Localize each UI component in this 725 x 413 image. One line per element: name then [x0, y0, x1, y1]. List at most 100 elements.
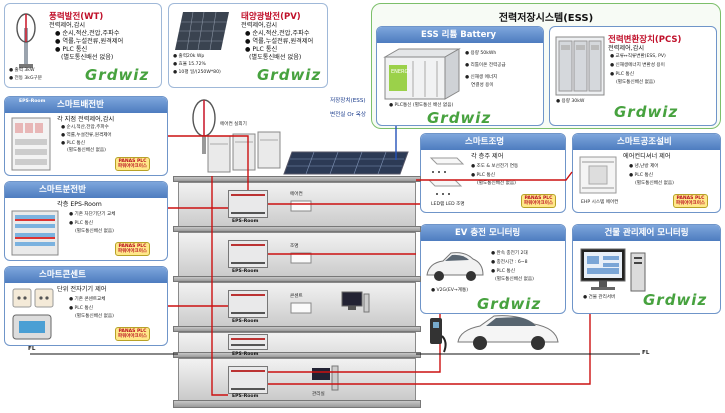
bms-card: 건물 관리제어 모니터링 ● 건물 관리서버 Grdwiz	[572, 224, 721, 314]
eps-label-2: EPS-Room	[232, 352, 259, 357]
storage-label-1: 저장장치(ESS)	[330, 98, 366, 104]
lighting-item-0: ● 조도 & 보선전기 연동	[471, 164, 519, 169]
branch-item-2: (별도통신배선 없음)	[75, 229, 114, 234]
bms-wire	[268, 314, 591, 385]
bms-brand-logo: Grdwiz	[643, 291, 708, 309]
panel-item-3-text: PLC 통신	[66, 141, 85, 146]
solar-card: 태양광발전(PV) 전력제어,감시 ● 순시,적산,전압,주파수 ● 역률,누설…	[168, 3, 328, 88]
solar-item-3-text: PLC 통신	[252, 46, 278, 53]
ev-caption: ● V2G(EV→계통)	[431, 288, 469, 293]
panel-wire	[168, 135, 249, 190]
ev-item-3: (별도통신배선 없음)	[495, 277, 534, 282]
outlet-sub: 단위 전자기기 제어	[57, 286, 107, 293]
roof-slab	[173, 176, 421, 182]
led-light-icon	[427, 157, 465, 195]
branch-item-1: ● PLC 통신	[69, 221, 93, 226]
slab-4	[173, 226, 421, 232]
ev-car-icon	[426, 252, 484, 281]
smart-branch-card: 스마트분전반 각층 EPS-Room ● 기존 차단기단기 교체 ● PLC 통…	[4, 181, 168, 261]
fl-label-left: FL	[28, 346, 36, 352]
ev-title: EV 충전 모니터링	[421, 225, 565, 241]
solar-item-4: (별도통신배선 없음)	[249, 54, 302, 61]
solar-item-2-text: 역률,누설전류,원격제어	[252, 38, 314, 45]
branch-badge-line1: PANAS PLC	[118, 244, 147, 249]
wind-spec-0-text: 출력 3kW	[14, 68, 35, 73]
branch-badge-line2: 파워어아크이스	[118, 249, 147, 254]
pcs-item-1-text: 교류↔직류변환(ESS, PV)	[615, 54, 666, 59]
solar-title: 태양광발전(PV)	[241, 12, 301, 22]
smart-outlet-card: 스마트콘센트 단위 전자기기 제어 ● 기존 콘센트교체 ● PLC 통신 (별…	[4, 266, 168, 346]
pcs-spec: ● 용량 30kW	[556, 99, 585, 104]
battery-plc: ● PLC통신 (별도통신 배선 없음)	[389, 103, 454, 108]
panel-item-0: 각 지점 전력제어,감시	[57, 116, 115, 123]
outlet-title: 스마트콘센트	[5, 267, 167, 283]
ev-item-2-text: PLC 통신	[496, 269, 515, 274]
pcs-brand-logo: Grdwiz	[614, 103, 679, 121]
panel-item-1: ● 순시,적산,전압,주파수	[61, 125, 109, 130]
eps-label-3: EPS-Room	[232, 319, 259, 324]
wind-item-2-text: 역률,누설전류,원격제어	[62, 38, 124, 45]
pcs-item-2-text: 신재생에너지 변환성 용이	[615, 63, 665, 68]
aircon-item-1-text: PLC 통신	[634, 173, 653, 178]
wind-item-1-text: 순시,적산,전압,주파수	[62, 30, 120, 37]
pcs-item-0: 전력제어,감시	[608, 45, 645, 52]
branch-sub: 각층 EPS-Room	[57, 201, 102, 208]
ev-caption-text: V2G(EV→계통)	[436, 288, 469, 293]
breaker-rack-icon	[11, 210, 59, 256]
panel-item-1-text: 순시,적산,전압,주파수	[66, 125, 109, 130]
outlet-item-1: ● PLC 통신	[69, 306, 93, 311]
ev-brand-logo: Grdwiz	[477, 295, 542, 313]
aircon-outdoor-label: 에어컨 실외기	[220, 122, 247, 127]
storage-label-2: 변전실 Or 옥상	[330, 112, 366, 118]
branch-title: 스마트분전반	[5, 182, 167, 198]
branch-item-1-text: PLC 통신	[74, 221, 93, 226]
ev-charger-icon	[430, 318, 447, 353]
ess-battery-title: ESS 리튬 Battery	[377, 27, 543, 43]
floor3-pc-icon	[341, 291, 370, 313]
aircon-item-0: ● 냉,난방 제어	[629, 164, 659, 169]
monitor-server-icon	[580, 248, 646, 292]
fl-label-right: FL	[642, 350, 650, 356]
wind-item-3-text: PLC 통신	[62, 46, 88, 53]
eps-rack-2	[228, 334, 268, 350]
eps-label-5: EPS-Room	[232, 219, 259, 224]
battery-plc-text: PLC통신 (별도통신 배선 없음)	[394, 103, 454, 108]
wind-brand-logo: Grdwiz	[85, 66, 150, 84]
wind-item-2: ● 역률,누설전류,원격제어	[55, 38, 124, 45]
wind-turbine-icon	[16, 13, 36, 68]
wind-card: 풍력발전(WT) 전력제어,감시 ● 순시,적산,전압,주파수 ● 역률,누설전…	[4, 3, 162, 88]
floor3-outlet-icon	[290, 302, 312, 314]
ess-title: 전력저장시스템(ESS)	[498, 13, 594, 24]
outlet-item-0: ● 기존 콘센트교체	[69, 297, 106, 302]
panel-item-4: (별도통신배선 없음)	[67, 148, 106, 153]
floor4-light-icon	[290, 252, 312, 264]
ev-item-1: ● 충전시간 : 6~8	[491, 260, 528, 265]
panel-title: 스마트배전반	[5, 97, 167, 113]
battery-spec-2-text: 신재생 에너지	[470, 75, 498, 80]
roof-solar-array-icon	[283, 151, 409, 175]
panel-badge-line2: 파워어아크이스	[118, 164, 147, 169]
ev-item-2: ● PLC 통신	[491, 269, 515, 274]
eps-rack-3	[228, 290, 268, 318]
ground-slab	[173, 400, 421, 408]
solar-item-1-text: 순시,적산,전압,주파수	[252, 30, 310, 37]
aircon-caption: EHP 시스템 에어컨	[581, 200, 619, 205]
solar-item-1: ● 순시,적산,전압,주파수	[245, 30, 310, 37]
wind-item-1: ● 순시,적산,전압,주파수	[55, 30, 120, 37]
pcs-title: 전력변환장치(PCS)	[608, 35, 682, 45]
aircon-wire	[416, 171, 573, 181]
floor4-tag-light: 조명	[290, 244, 299, 249]
outlet-item-2: (별도통신배선 없음)	[75, 314, 114, 319]
solar-panel-icon	[175, 11, 229, 51]
pcs-item-3-text: PLC 통신	[615, 72, 634, 77]
smart-panel-card: 스마트배전반 EPS-Room 각 지점 전력제어,감시 ● 순시,적산,전압,…	[4, 96, 168, 176]
floor3-tag-outlet: 콘센트	[290, 294, 303, 299]
eps-label-1: EPS-Room	[232, 394, 259, 399]
solar-item-3: ● PLC 통신	[245, 46, 278, 53]
bms-caption: ● 건물 관리서버	[583, 295, 616, 300]
lighting-item-2: (별도통신배선 없음)	[477, 181, 516, 186]
